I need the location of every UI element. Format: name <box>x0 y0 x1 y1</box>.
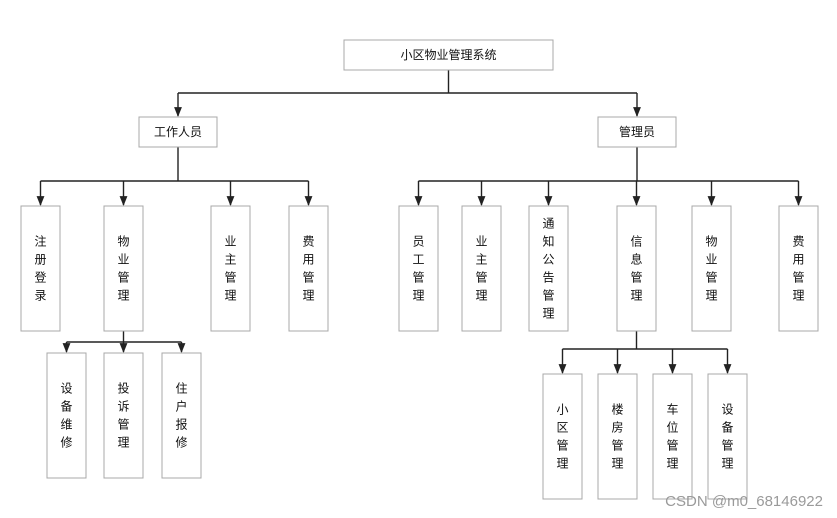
node-box <box>461 205 502 332</box>
node-staff: 工作人员 <box>138 116 218 148</box>
node-label: 设备管理 <box>721 403 733 471</box>
node-box <box>103 205 144 332</box>
node-a-notice: 通知公告管理 <box>528 205 569 332</box>
node-p-complaint: 投诉管理 <box>103 352 144 479</box>
node-admin: 管理员 <box>597 116 677 148</box>
node-a-staff: 员工管理 <box>398 205 439 332</box>
node-s-register: 注册登录 <box>20 205 61 332</box>
node-s-fee: 费用管理 <box>288 205 329 332</box>
node-box <box>343 39 554 71</box>
node-box <box>691 205 732 332</box>
node-i-device: 设备管理 <box>707 373 748 500</box>
watermark: CSDN @m0_68146922 <box>665 493 823 510</box>
node-box <box>161 352 202 479</box>
node-label: 车位管理 <box>666 402 678 471</box>
node-box <box>652 373 693 500</box>
node-a-fee: 费用管理 <box>778 205 819 332</box>
node-label: 注册登录 <box>34 234 46 303</box>
node-label: 小区物业管理系统 <box>400 47 496 62</box>
node-label: 费用管理 <box>792 235 804 303</box>
node-label: 楼房管理 <box>611 402 623 471</box>
node-label: 员工管理 <box>412 235 424 303</box>
node-box <box>103 352 144 479</box>
node-box <box>597 116 677 148</box>
node-s-property: 物业管理 <box>103 205 144 332</box>
node-label: 业主管理 <box>224 235 236 303</box>
node-box <box>542 373 583 500</box>
node-s-owner: 业主管理 <box>210 205 251 332</box>
node-box <box>707 373 748 500</box>
node-label: 小区管理 <box>556 403 568 471</box>
node-label: 工作人员 <box>154 125 202 139</box>
node-a-info: 信息管理 <box>616 205 657 332</box>
node-label: 设备维修 <box>60 382 72 450</box>
node-box <box>528 205 569 332</box>
node-box <box>778 205 819 332</box>
node-box <box>398 205 439 332</box>
node-i-parking: 车位管理 <box>652 373 693 500</box>
node-label: 住户报修 <box>175 382 187 450</box>
node-label: 通知公告管理 <box>542 217 554 321</box>
node-i-building: 楼房管理 <box>597 373 638 500</box>
node-box <box>210 205 251 332</box>
node-label: 费用管理 <box>302 235 314 303</box>
node-box <box>46 352 87 479</box>
node-p-repair: 住户报修 <box>161 352 202 479</box>
connector-lines <box>36 70 803 374</box>
node-a-property: 物业管理 <box>691 205 732 332</box>
node-box <box>138 116 218 148</box>
node-box <box>616 205 657 332</box>
node-i-community: 小区管理 <box>542 373 583 500</box>
node-p-equip: 设备维修 <box>46 352 87 479</box>
node-label: 信息管理 <box>630 235 642 303</box>
node-root: 小区物业管理系统 <box>343 39 554 71</box>
node-label: 管理员 <box>619 124 655 139</box>
node-box <box>597 373 638 500</box>
node-a-owner: 业主管理 <box>461 205 502 332</box>
node-label: 物业管理 <box>117 235 129 303</box>
node-label: 物业管理 <box>705 235 717 303</box>
node-label: 业主管理 <box>475 235 487 303</box>
node-box <box>288 205 329 332</box>
node-label: 投诉管理 <box>117 381 129 450</box>
node-box <box>20 205 61 332</box>
